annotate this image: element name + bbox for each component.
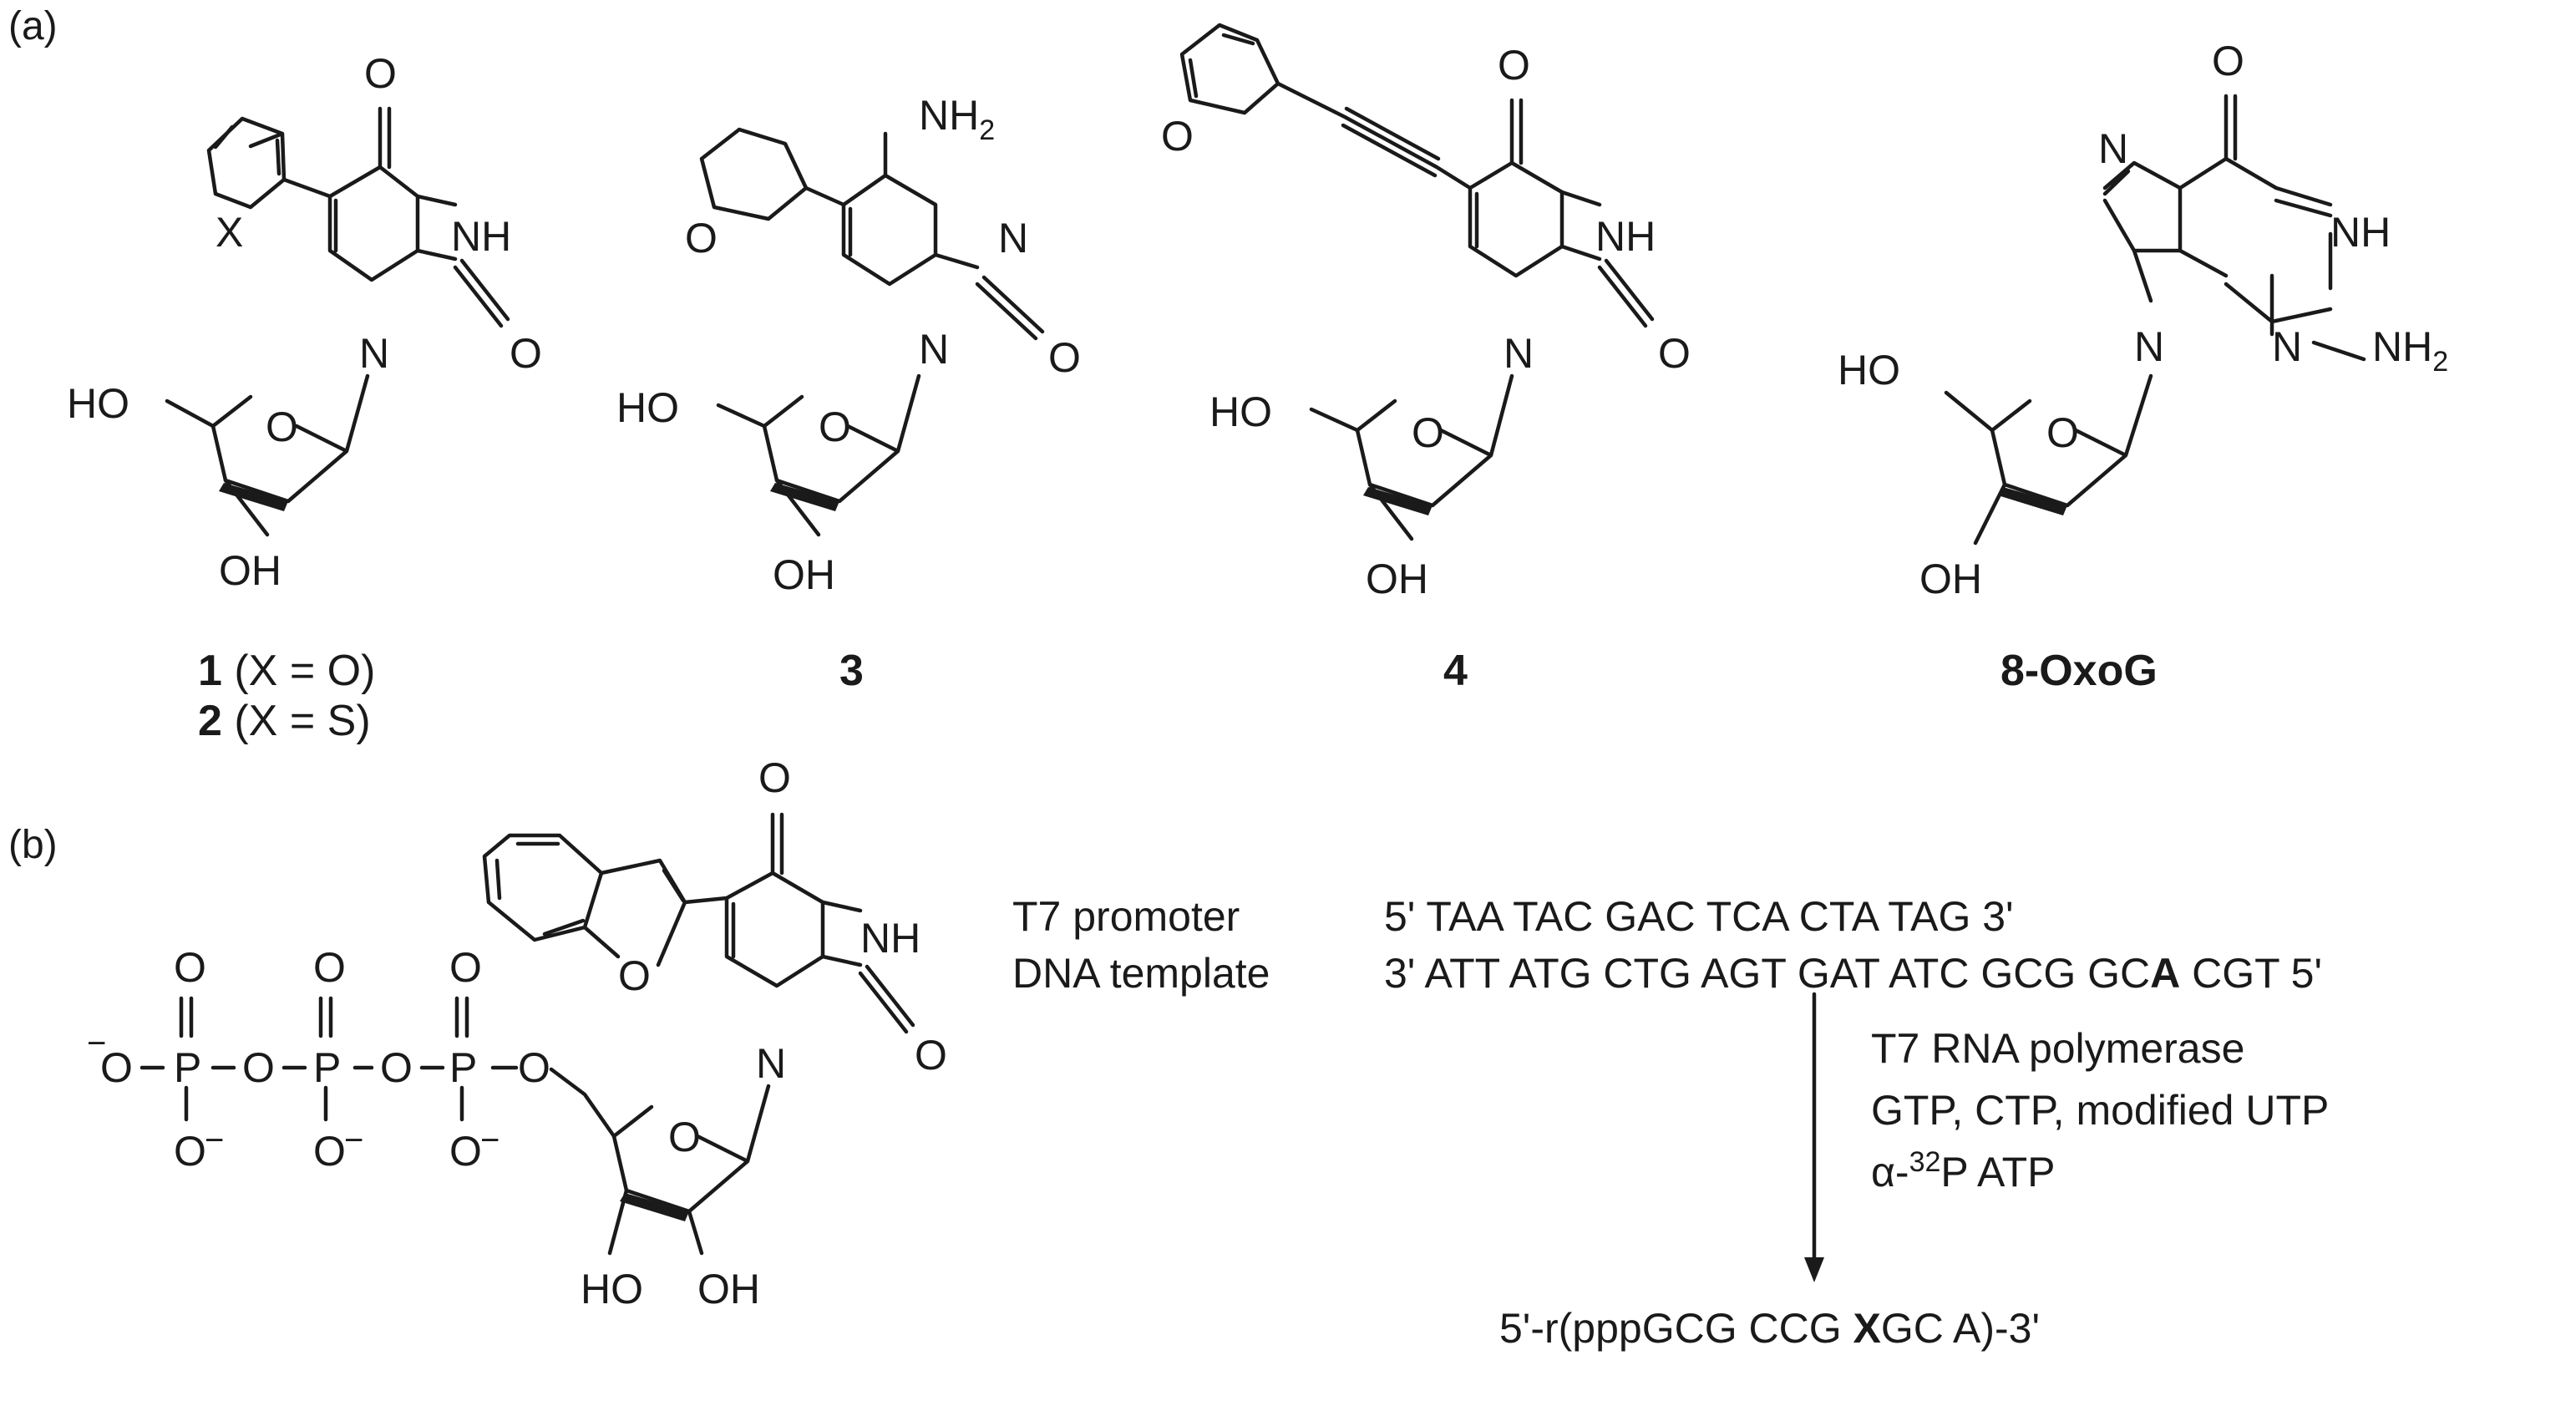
charge-minus-terminal: −	[87, 1025, 106, 1062]
atom-o-p-gamma-oxo: O	[449, 944, 482, 991]
atom-o-5: O	[518, 1044, 550, 1091]
atom-o-bridge-2: O	[380, 1044, 413, 1091]
atom-ho-5: HO	[1209, 388, 1272, 435]
atom-p-gamma: P	[449, 1044, 477, 1091]
charge-minus-gamma: −	[480, 1122, 499, 1159]
product-modified-base: X	[1853, 1305, 1881, 1352]
atom-o-carbonyl: O	[1048, 334, 1081, 381]
atom-n-1: N	[1504, 330, 1534, 377]
atom-oh-3: OH	[1919, 556, 1982, 602]
reaction-arrow	[1804, 992, 1824, 1282]
atom-o-carbonyl-4: O	[1498, 42, 1530, 89]
product-sequence: 5'-r(pppGCG CCG XGC A)-3'	[1499, 1305, 2041, 1352]
atom-o-minus-alpha: O	[174, 1128, 206, 1175]
atom-n-3: N	[998, 215, 1028, 261]
atom-n-1: N	[359, 330, 389, 377]
atom-x: X	[216, 209, 243, 256]
atom-n-3: N	[2272, 323, 2302, 370]
atom-o-carbonyl-2: O	[1658, 330, 1691, 377]
promoter-label: T7 promoter	[1012, 893, 1240, 940]
compound-4-label: 4	[1443, 647, 1468, 695]
condition-polymerase: T7 RNA polymerase	[1871, 1025, 2245, 1072]
atom-nh-1: NH	[2330, 209, 2391, 256]
atom-o-minus-beta: O	[313, 1128, 346, 1175]
atom-o-carbonyl: O	[2212, 38, 2244, 84]
atom-nh2: NH2	[919, 92, 995, 146]
compound-oxog-label: 8-OxoG	[2000, 647, 2158, 695]
compound-1-2-structure: X O NH O N O HO OH	[67, 50, 542, 594]
compound-2-label: 2 (X = S)	[198, 697, 371, 745]
atom-p-beta: P	[313, 1044, 341, 1091]
compound-4-structure: O O NH O N O HO OH	[1161, 23, 1691, 602]
atom-o-carbonyl-4: O	[364, 50, 397, 97]
atom-p-alpha: P	[174, 1044, 201, 1091]
promoter-sequence: 5' TAA TAC GAC TCA CTA TAG 3'	[1384, 893, 2014, 940]
atom-nh-3: NH	[451, 213, 511, 260]
compound-1-label: 1 (X = O)	[198, 647, 375, 695]
atom-n-1: N	[919, 326, 949, 373]
atom-o-ring: O	[668, 1114, 701, 1160]
atom-o-p-alpha-oxo: O	[174, 944, 206, 991]
template-modified-base: A	[2150, 950, 2181, 997]
atom-o-furan: O	[685, 215, 718, 261]
atom-o-ring: O	[819, 404, 851, 450]
atom-o-ring: O	[1412, 409, 1444, 456]
atom-nh2: NH2	[2372, 323, 2448, 378]
charge-minus-beta: −	[344, 1122, 363, 1159]
atom-o-minus-gamma: O	[449, 1128, 482, 1175]
compound-3-label: 3	[839, 647, 864, 695]
atom-o-carbonyl-2: O	[510, 330, 542, 377]
atom-o-carbonyl-4: O	[758, 754, 791, 801]
panel-b-label: (b)	[8, 823, 58, 867]
modified-utp-structure: O O NH O N O HO OH O P P P O O O − O O O…	[87, 754, 947, 1312]
atom-n-9: N	[2134, 323, 2164, 370]
panel-a-label: (a)	[8, 4, 58, 48]
atom-o-furan: O	[1161, 113, 1194, 160]
atom-ho-3: HO	[581, 1266, 643, 1312]
charge-minus-alpha: −	[205, 1122, 224, 1159]
template-sequence: 3' ATT ATG CTG AGT GAT ATC GCG GCA CGT 5…	[1384, 950, 2323, 997]
condition-ntps: GTP, CTP, modified UTP	[1871, 1087, 2330, 1134]
atom-o-ring: O	[2046, 409, 2079, 456]
atom-nh-3: NH	[1595, 213, 1656, 260]
atom-o-benzofuran: O	[618, 952, 651, 999]
atom-nh-3: NH	[860, 915, 920, 962]
atom-o-p-beta-oxo: O	[313, 944, 346, 991]
condition-radiolabel: α-32P ATP	[1871, 1146, 2056, 1195]
atom-ho-5: HO	[616, 384, 679, 431]
atom-oh-3: OH	[773, 551, 835, 598]
atom-oh-2: OH	[697, 1266, 760, 1312]
atom-ho-5: HO	[67, 380, 129, 427]
compound-3-structure: O NH2 N N O O HO OH	[616, 92, 1081, 598]
compound-oxog-structure: O NH N NH2 N N O HO OH	[1838, 38, 2448, 602]
atom-o-terminal: O	[100, 1044, 133, 1091]
atom-ho-5: HO	[1838, 347, 1900, 393]
atom-o-bridge-1: O	[242, 1044, 275, 1091]
atom-o-carbonyl-2: O	[915, 1032, 947, 1079]
atom-n-7: N	[2098, 125, 2128, 172]
template-label: DNA template	[1012, 950, 1270, 997]
atom-n-1: N	[756, 1040, 786, 1087]
atom-oh-3: OH	[219, 547, 281, 594]
atom-o-ring: O	[266, 404, 298, 450]
atom-oh-3: OH	[1366, 556, 1428, 602]
